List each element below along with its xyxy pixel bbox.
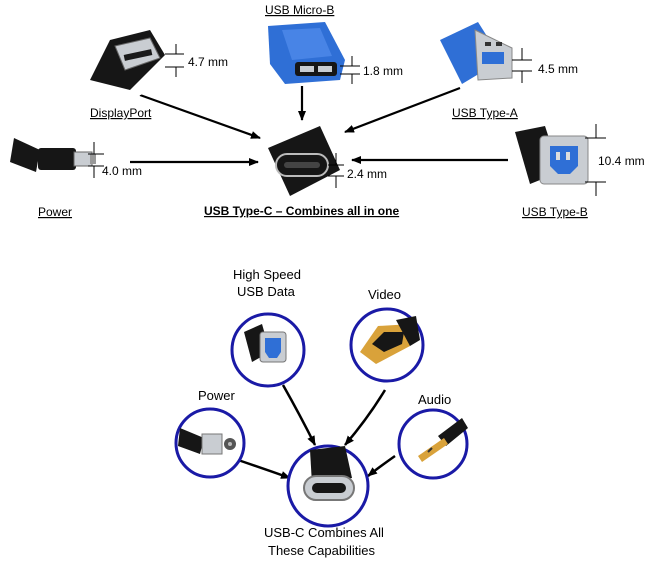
arrow-displayport-to-usbc bbox=[139, 93, 261, 140]
displayport-dimension bbox=[165, 44, 184, 77]
usb-type-b-label: USB Type-B bbox=[522, 205, 588, 219]
bottom-power-circle bbox=[174, 407, 246, 479]
displayport-image bbox=[83, 14, 167, 98]
bottom-power-label: Power bbox=[198, 388, 236, 403]
power-dimension bbox=[88, 142, 104, 178]
displayport-label: DisplayPort bbox=[90, 106, 152, 120]
usb-type-c-dimension-text: 2.4 mm bbox=[347, 167, 387, 181]
high-speed-label-line1: High Speed bbox=[233, 267, 301, 282]
audio-label: Audio bbox=[418, 392, 451, 407]
usb-micro-b-dimension bbox=[340, 56, 360, 84]
arrow-highspeed-to-usbc bbox=[281, 384, 317, 446]
bottom-usb-c-circle bbox=[286, 444, 370, 528]
top-arrows bbox=[130, 86, 508, 166]
arrow-audio-to-usbc bbox=[367, 454, 396, 477]
bottom-center-label-line1: USB-C Combines All bbox=[264, 525, 384, 540]
top-diagram: 4.7 mm DisplayPort USB Micro-B 1.8 mm bbox=[10, 3, 645, 219]
displayport-dimension-text: 4.7 mm bbox=[188, 55, 228, 69]
usb-type-a-dimension bbox=[512, 48, 532, 83]
arrow-video-to-usbc bbox=[344, 389, 387, 446]
bottom-center-label-line2: These Capabilities bbox=[268, 543, 375, 558]
usb-type-a-label: USB Type-A bbox=[452, 106, 518, 120]
usb-type-b-image bbox=[515, 126, 589, 185]
power-dimension-text: 4.0 mm bbox=[102, 164, 142, 178]
bottom-diagram: High Speed USB Data Video Power Audio bbox=[174, 267, 469, 558]
high-speed-usb-data-circle bbox=[230, 312, 306, 388]
arrow-power-to-usbc bbox=[231, 456, 291, 480]
high-speed-label-line2: USB Data bbox=[237, 284, 296, 299]
usb-type-a-image bbox=[440, 22, 513, 84]
usb-type-c-title: USB Type-C – Combines all in one bbox=[204, 204, 399, 218]
usb-type-c-image bbox=[262, 122, 342, 202]
usb-type-b-dimension bbox=[585, 124, 606, 196]
usb-micro-b-dimension-text: 1.8 mm bbox=[363, 64, 403, 78]
usb-type-a-dimension-text: 4.5 mm bbox=[538, 62, 578, 76]
arrow-typea-to-usbc bbox=[344, 86, 461, 134]
power-image bbox=[10, 120, 96, 200]
audio-circle bbox=[397, 408, 469, 480]
usb-type-c-dimension bbox=[328, 153, 344, 188]
video-label: Video bbox=[368, 287, 401, 302]
usb-micro-b-image bbox=[268, 22, 345, 84]
power-label: Power bbox=[38, 205, 72, 219]
usb-micro-b-label: USB Micro-B bbox=[265, 3, 334, 17]
video-circle bbox=[349, 307, 425, 383]
usb-type-b-dimension-text: 10.4 mm bbox=[598, 154, 645, 168]
